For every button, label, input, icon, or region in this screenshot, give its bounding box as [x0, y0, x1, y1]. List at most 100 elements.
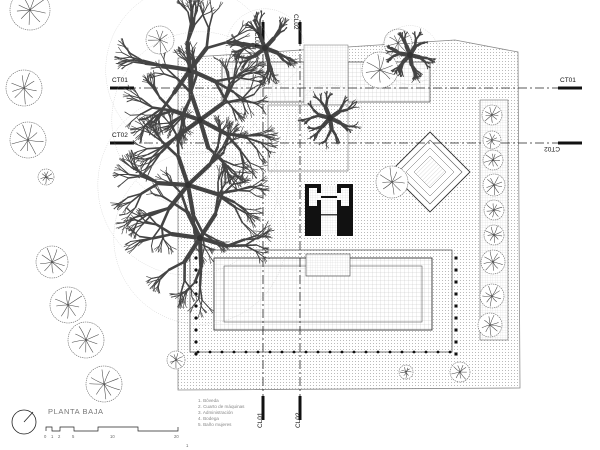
- legend-item: 2. Cuarto de máquinas: [198, 404, 245, 409]
- tree-icon: [482, 173, 506, 197]
- tree-icon: [482, 149, 504, 171]
- tree-icon: [67, 321, 105, 359]
- tree-icon: [113, 151, 287, 325]
- column-post: [412, 350, 416, 354]
- column-post: [292, 350, 296, 354]
- section-label-cl01-top: CL01: [253, 32, 260, 48]
- column-post: [244, 350, 248, 354]
- main-building: [189, 249, 453, 353]
- tree-icon: [37, 168, 55, 186]
- legend-item: 3. Administración: [198, 410, 233, 415]
- section-cut-marker: [110, 141, 134, 145]
- column-post: [454, 280, 458, 284]
- section-cut-marker: [558, 86, 582, 90]
- column-post: [388, 350, 392, 354]
- scale-bar: [45, 426, 179, 432]
- column-post: [232, 350, 236, 354]
- column-post: [194, 352, 198, 356]
- section-cut-marker: [110, 86, 134, 90]
- column-post: [280, 350, 284, 354]
- tree-icon: [225, 8, 305, 88]
- column-post: [454, 292, 458, 296]
- column-post: [424, 350, 428, 354]
- scale-tick-label: 0: [44, 434, 47, 439]
- tree-icon: [483, 224, 505, 246]
- column-post: [454, 340, 458, 344]
- column-post: [340, 350, 344, 354]
- section-label-cl02-top: CL02: [292, 14, 299, 30]
- legend-item: 1. Bóveda: [198, 398, 219, 403]
- tree-icon: [5, 69, 43, 107]
- tree-icon: [479, 283, 505, 309]
- column-post: [194, 304, 198, 308]
- tree-icon: [296, 84, 364, 152]
- column-post: [208, 350, 212, 354]
- column-post: [194, 340, 198, 344]
- column-post: [400, 350, 404, 354]
- legend-item: 4. Bodega: [198, 416, 219, 421]
- section-label-ct02-left: CT02: [112, 132, 128, 139]
- section-markers: [110, 22, 582, 420]
- north-mark-label: 1: [186, 443, 189, 448]
- column-post: [304, 350, 308, 354]
- tree-icon: [111, 31, 289, 209]
- tree-icon: [477, 312, 503, 338]
- north-arrow-icon: [11, 409, 37, 435]
- column-post: [454, 316, 458, 320]
- column-post: [196, 350, 200, 354]
- tree-icon: [9, 121, 47, 159]
- column-post: [194, 328, 198, 332]
- tree-icon: [9, 0, 51, 31]
- tree-icon: [49, 286, 87, 324]
- section-cut-marker: [298, 22, 302, 44]
- section-label-ct01-right: CT01: [560, 77, 576, 84]
- section-cut-marker: [261, 22, 265, 44]
- column-post: [436, 350, 440, 354]
- tree-icon: [380, 25, 440, 85]
- scale-tick-label: 5: [72, 434, 75, 439]
- tree-icon: [481, 104, 503, 126]
- scale-tick-label: 20: [174, 434, 179, 439]
- column-post: [454, 256, 458, 260]
- column-posts: [194, 256, 458, 356]
- scale-tick-label: 2: [58, 434, 61, 439]
- column-post: [194, 316, 198, 320]
- column-post: [220, 350, 224, 354]
- column-post: [316, 350, 320, 354]
- section-lines: [110, 20, 582, 420]
- column-post: [376, 350, 380, 354]
- scale-tick-label: 1: [51, 434, 54, 439]
- legend: 1. Bóveda 2. Cuarto de máquinas 3. Admin…: [198, 398, 245, 427]
- tree-icon: [398, 364, 414, 380]
- column-post: [454, 352, 458, 356]
- pyramid-roof: [389, 131, 471, 213]
- column-post: [256, 350, 260, 354]
- column-post: [268, 350, 272, 354]
- tree-icon: [35, 245, 69, 279]
- column-post: [194, 256, 198, 260]
- plan-title: PLANTA BAJA: [48, 407, 104, 416]
- column-post: [454, 268, 458, 272]
- section-cut-marker: [558, 141, 582, 145]
- column-post: [194, 268, 198, 272]
- section-label-ct02-right: CT02: [544, 145, 560, 152]
- tree-icon: [166, 350, 186, 370]
- column-post: [352, 350, 356, 354]
- legend-item: 5. Baño mujeres: [198, 422, 232, 427]
- large-tree-branches: [97, 0, 440, 325]
- central-core: [305, 184, 353, 236]
- column-post: [328, 350, 332, 354]
- tree-icon: [449, 361, 471, 383]
- section-cut-marker: [298, 396, 302, 420]
- column-post: [364, 350, 368, 354]
- tree-icon: [375, 165, 409, 199]
- tree-icon: [85, 365, 123, 403]
- section-label-ct01-left: CT01: [112, 77, 128, 84]
- tree-icon: [145, 25, 175, 55]
- column-post: [448, 350, 452, 354]
- section-label-cl01-bottom: CL01: [257, 412, 264, 428]
- section-label-cl02-bottom: CL02: [295, 412, 302, 428]
- scale-tick-label: 10: [110, 434, 115, 439]
